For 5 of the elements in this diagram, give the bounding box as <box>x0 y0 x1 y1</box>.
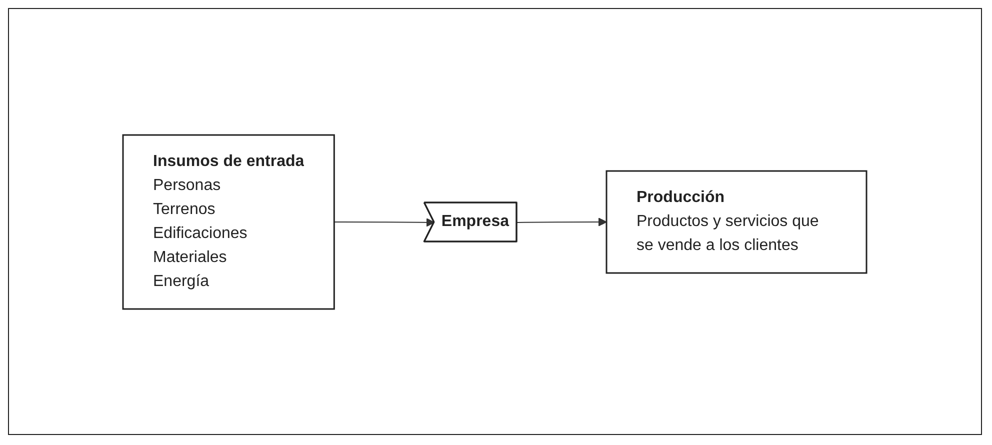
arrow <box>334 218 436 226</box>
diagram-frame: Insumos de entrada Personas Terrenos Edificaciones Materiales Energía Empresa Producción Productos y servicios que se vende a los clientes <box>8 8 982 435</box>
node-box <box>606 170 868 274</box>
arrow <box>516 217 608 226</box>
node-box <box>122 134 336 310</box>
